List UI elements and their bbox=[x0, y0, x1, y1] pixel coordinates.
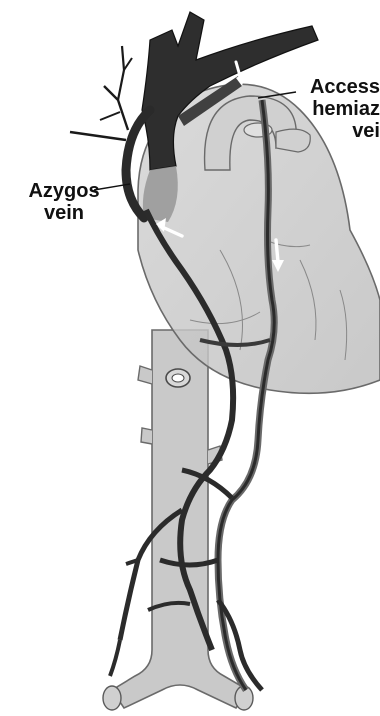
accessory-label-line-2: hemiaz bbox=[292, 98, 380, 120]
accessory-hemiazygos-label: Access hemiaz vei bbox=[292, 76, 380, 142]
azygos-label-line-1: Azygos bbox=[14, 180, 114, 202]
azygos-vein-label: Azygos vein bbox=[14, 180, 114, 224]
azygos-label-line-2: vein bbox=[14, 202, 114, 224]
accessory-label-line-1: Access bbox=[292, 76, 380, 98]
accessory-label-line-3: vei bbox=[292, 120, 380, 142]
